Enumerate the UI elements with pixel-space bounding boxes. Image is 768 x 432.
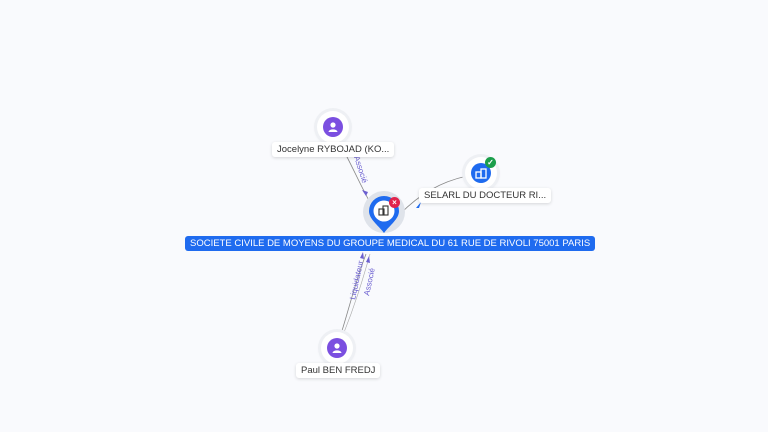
edge-label-paul-2: Associé [362,267,377,297]
center-node-pin[interactable] [362,188,406,244]
edge-label-jocelyne-1: Associé [352,155,369,185]
building-icon [471,163,491,183]
edge-arrow [360,252,364,259]
closed-status-icon: × [389,197,400,208]
node-jocelyne[interactable] [317,111,349,143]
edge-arrow [416,202,421,208]
person-icon [323,117,343,137]
edge-arrow [366,256,370,263]
edge-arrow [362,190,368,196]
node-label-paul[interactable]: Paul BEN FREDJ [296,363,381,378]
node-label-jocelyne[interactable]: Jocelyne RYBOJAD (KO... [272,142,395,157]
node-paul[interactable] [321,332,353,364]
node-label-selarl[interactable]: SELARL DU DOCTEUR RI... [419,188,552,203]
active-status-icon: ✓ [485,157,496,168]
center-node-label[interactable]: SOCIETE CIVILE DE MOYENS DU GROUPE MEDIC… [185,236,596,251]
edge-paul-center [340,253,367,335]
person-icon [327,338,347,358]
